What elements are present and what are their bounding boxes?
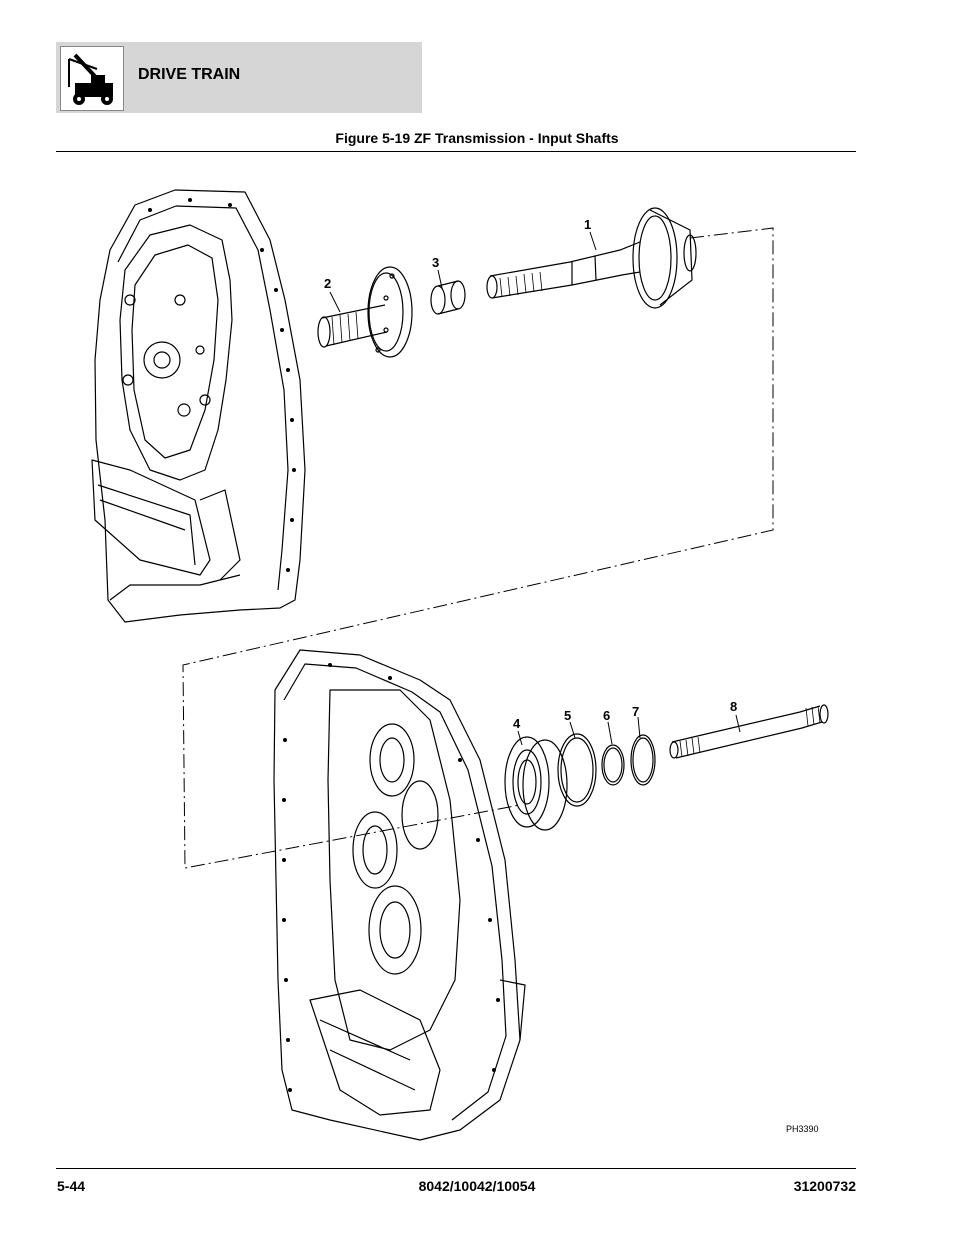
callout-leaders — [329, 231, 741, 746]
item-3-bushing — [430, 280, 466, 315]
telehandler-icon — [60, 46, 124, 111]
callout-2: 2 — [324, 276, 332, 291]
item-2-flange-shaft — [317, 266, 413, 358]
item-1-input-shaft — [486, 207, 697, 309]
callout-6: 6 — [603, 708, 611, 723]
item-4-bearing — [504, 736, 568, 831]
upper-housing — [91, 189, 306, 623]
section-title: DRIVE TRAIN — [138, 66, 241, 83]
callout-1: 1 — [584, 217, 592, 232]
item-6-retaining-ring — [601, 744, 625, 786]
header-rule — [56, 151, 856, 152]
photo-id: PH3390 — [786, 1124, 819, 1134]
item-5-snap-ring — [557, 733, 597, 807]
callout-5: 5 — [564, 708, 572, 723]
footer-rule — [56, 1168, 856, 1169]
figure-title: Figure 5-19 ZF Transmission - Input Shaf… — [335, 130, 619, 146]
page-number: 5-44 — [57, 1178, 86, 1194]
lower-housing — [273, 649, 526, 1141]
assembly-centerline — [182, 227, 774, 869]
callout-3: 3 — [432, 255, 440, 270]
callout-7: 7 — [632, 704, 640, 719]
callout-4: 4 — [513, 716, 521, 731]
document-number: 31200732 — [793, 1178, 856, 1194]
item-8-shaft — [669, 704, 829, 759]
item-7-snap-ring — [630, 734, 656, 786]
model-numbers: 8042/10042/10054 — [418, 1178, 536, 1194]
callout-8: 8 — [730, 699, 738, 714]
